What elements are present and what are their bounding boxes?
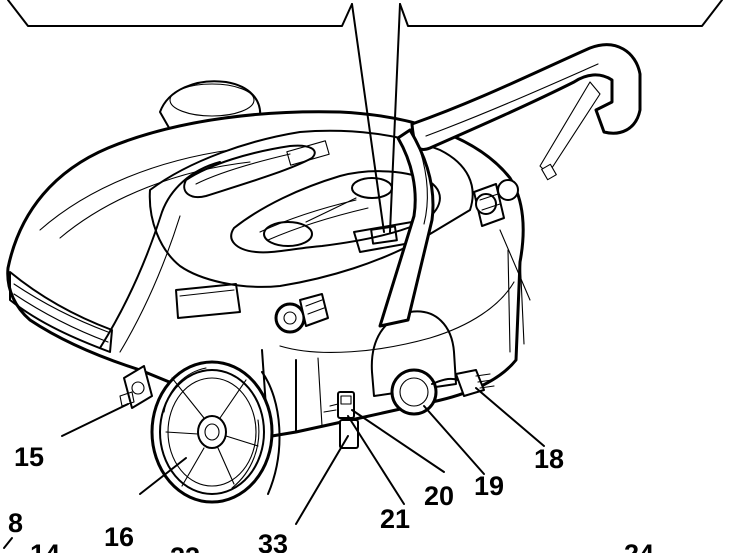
callout-22: 22 [170, 542, 200, 553]
front-bracket [119, 365, 153, 409]
handle [378, 43, 642, 328]
callout-8: 8 [8, 508, 23, 538]
callout-20: 20 [424, 481, 454, 511]
callout-18: 18 [534, 444, 564, 474]
callout-21: 21 [380, 504, 410, 534]
rear-wheel [150, 360, 281, 504]
callout-19: 19 [474, 471, 504, 501]
callout-14: 14 [30, 539, 60, 553]
callout-24: 24 [624, 539, 654, 553]
callout-33: 33 [258, 529, 288, 553]
right-pivot-knob [473, 179, 519, 227]
left-pivot-knob [274, 293, 329, 334]
callout-15: 15 [14, 442, 44, 472]
callout-labels: 8 14 15 16 22 33 21 20 19 18 24 [8, 442, 654, 553]
leader-lines [3, 3, 545, 549]
top-bracket [7, 0, 723, 27]
callout-16: 16 [104, 522, 134, 552]
